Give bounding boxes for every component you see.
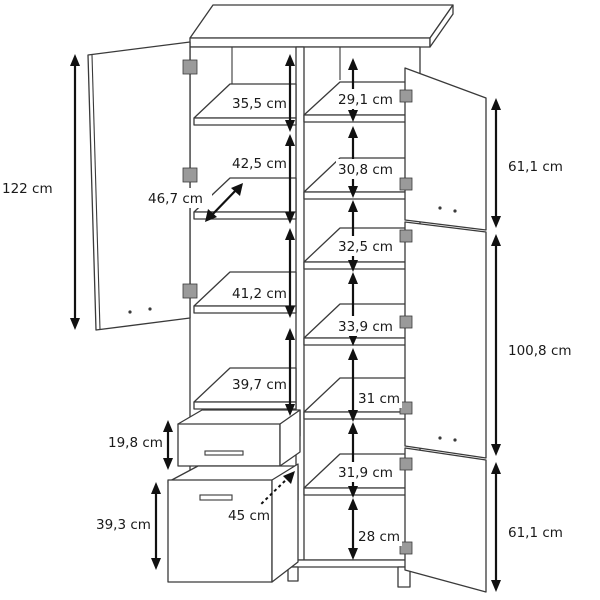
right-door-middle-panel (404, 221, 487, 459)
left-door-panel (87, 41, 191, 331)
label-right-door-middle-height: 100,8 cm (508, 343, 572, 359)
hinge-icon (399, 541, 413, 555)
label-right-comp-3: 32,5 cm (338, 239, 393, 255)
drawer-small-handle (204, 450, 244, 456)
label-left-comp-3: 41,2 cm (232, 286, 287, 302)
drawer-large-front (167, 479, 273, 583)
drawer-large (167, 463, 299, 583)
label-drawer-small-height: 19,8 cm (108, 435, 163, 451)
label-depth: 46,7 cm (148, 191, 203, 207)
left-shelf-edge (193, 401, 297, 410)
hinge-icon (399, 315, 413, 329)
label-left-comp-1: 35,5 cm (232, 96, 287, 112)
hinge-icon (182, 283, 198, 299)
drawer-small (177, 409, 301, 467)
label-right-door-top-height: 61,1 cm (508, 159, 563, 175)
door-screw (148, 307, 152, 311)
right-door-middle (399, 221, 487, 459)
right-door-bottom (399, 447, 487, 593)
cabinet-top-side (429, 4, 454, 48)
dimension-arrows (70, 54, 501, 592)
dim-line-depth (209, 187, 239, 218)
label-left-door-height: 122 cm (2, 181, 53, 197)
drawer-small-side (279, 409, 301, 467)
label-right-comp-4: 33,9 cm (338, 319, 393, 335)
label-left-comp-2: 42,5 cm (232, 156, 287, 172)
drawer-small-front (177, 423, 281, 467)
label-right-comp-1: 29,1 cm (338, 92, 393, 108)
door-screw (128, 310, 132, 314)
label-drawer-large-height: 39,3 cm (96, 517, 151, 533)
left-door (87, 41, 198, 331)
cabinet-plinth (287, 559, 421, 568)
label-left-comp-4: 39,7 cm (232, 377, 287, 393)
cabinet-top (189, 4, 454, 39)
right-door-top (399, 67, 487, 231)
hinge-icon (399, 229, 413, 243)
right-door-bottom-panel (404, 447, 487, 593)
cabinet-foot (397, 566, 411, 588)
label-right-comp-6: 31,9 cm (338, 465, 393, 481)
label-right-comp-7: 28 cm (358, 529, 400, 545)
hinge-icon (399, 177, 413, 191)
door-screw (438, 206, 442, 210)
label-right-door-bottom-height: 61,1 cm (508, 525, 563, 541)
left-shelf-edge (193, 305, 297, 314)
cabinet-top-front-edge (189, 37, 431, 48)
drawer-large-side (271, 463, 299, 583)
dim-line-drawer-depth (256, 475, 291, 509)
left-shelf-edge (193, 211, 297, 220)
cabinet-foot (287, 566, 299, 582)
door-screw (453, 438, 457, 442)
door-screw (438, 436, 442, 440)
label-right-comp-2: 30,8 cm (338, 162, 393, 178)
hinge-icon (399, 89, 413, 103)
door-screw (453, 209, 457, 213)
hinge-icon (182, 167, 198, 183)
label-drawer-depth: 45 cm (228, 508, 270, 524)
hinge-icon (182, 59, 198, 75)
hinge-icon (399, 457, 413, 471)
right-door-top-panel (404, 67, 487, 231)
drawer-large-handle (199, 494, 233, 501)
left-shelf-edge (193, 117, 297, 126)
label-right-comp-5: 31 cm (358, 391, 400, 407)
left-door-edge (91, 54, 101, 331)
dimension-labels: 122 cm 46,7 cm 19,8 cm 39,3 cm 45 cm 35,… (0, 89, 572, 546)
